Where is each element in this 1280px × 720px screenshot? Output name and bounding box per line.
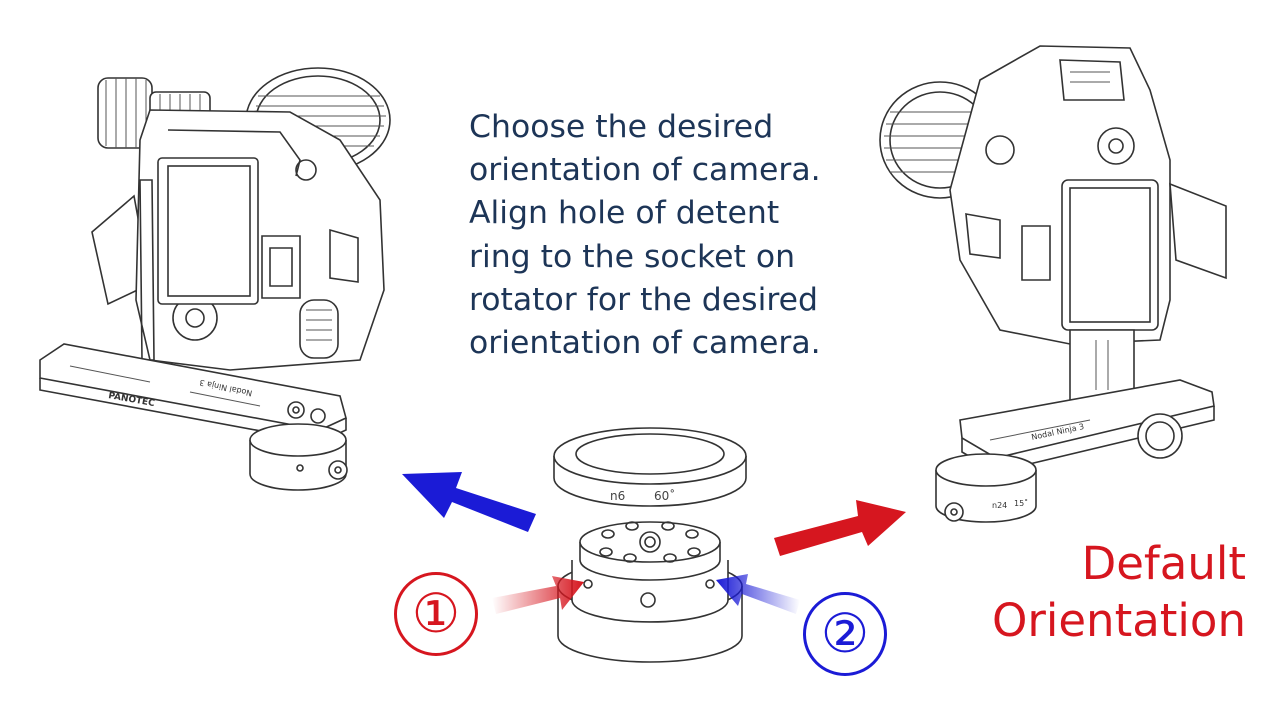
blue-pointer-arrow-2 [716, 574, 800, 614]
left-l-bracket [139, 179, 155, 361]
right-camera-illustration: Nodal Ninja 3 n24 15˚ [879, 45, 1227, 523]
instruction-line-2: orientation of camera. [469, 152, 821, 189]
instruction-text: Choose the desired orientation of camera… [469, 106, 849, 365]
right-rotator-base: n24 15˚ [935, 453, 1037, 523]
default-label-line-2: Orientation [991, 594, 1246, 647]
detent-ring: n6 60˚ [553, 427, 747, 507]
right-camera-lcd [1061, 179, 1159, 331]
instruction-line-3: Align hole of detent [469, 195, 780, 232]
right-base-15: 15˚ [1014, 498, 1028, 508]
left-rotator-base [249, 423, 348, 491]
ring-label-60: 60˚ [654, 488, 675, 503]
marker-one: ① [394, 572, 478, 656]
blue-arrow-to-left-camera [402, 472, 536, 532]
right-base-n24: n24 [992, 501, 1007, 510]
instruction-line-5: rotator for the desired [469, 281, 818, 318]
ring-label-n6: n6 [610, 489, 625, 503]
left-camera-illustration: PANOTEC Nodal Ninja 3 [39, 67, 391, 491]
instruction-line-1: Choose the desired [469, 109, 774, 145]
right-camera-flip-screen [1169, 182, 1227, 280]
left-camera-lcd [157, 157, 259, 305]
default-label-line-1: Default [1081, 537, 1246, 590]
red-pointer-arrow-1 [492, 576, 584, 614]
default-orientation-label: Default Orientation [992, 535, 1246, 649]
instruction-line-4: ring to the socket on [469, 238, 796, 275]
instruction-line-6: orientation of camera. [469, 325, 821, 362]
marker-two: ② [803, 592, 887, 676]
red-arrow-to-right-camera [774, 500, 906, 556]
rotator [557, 521, 743, 663]
